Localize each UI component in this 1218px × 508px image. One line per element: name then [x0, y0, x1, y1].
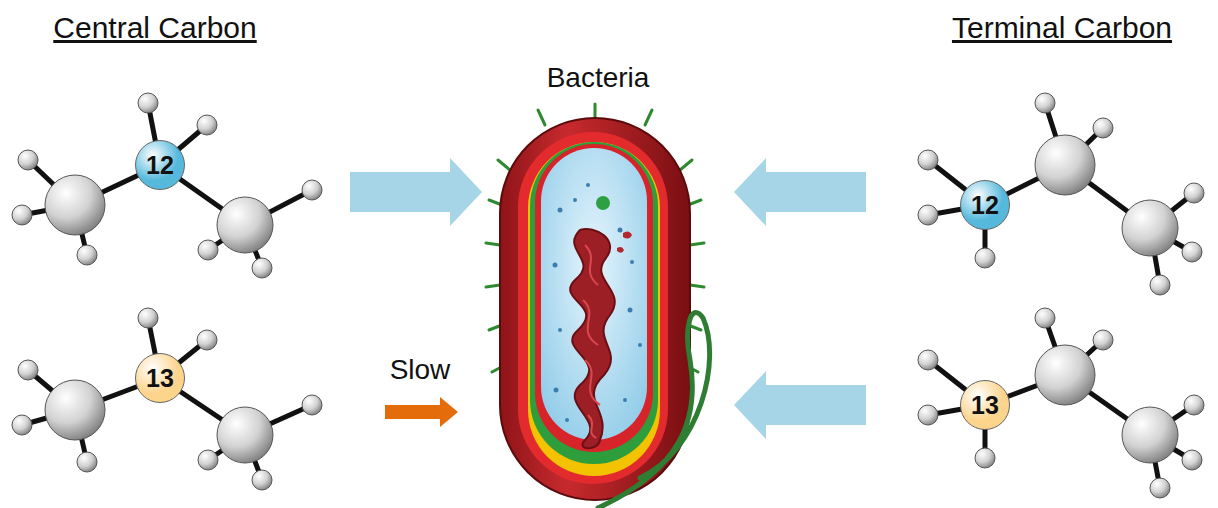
flagellum — [598, 313, 710, 508]
carbon-atoms — [45, 135, 1178, 463]
ribosomes — [553, 183, 643, 422]
uptake-arrow — [350, 158, 482, 226]
column-heading: Terminal Carbon — [952, 11, 1172, 45]
hydrogen-atoms — [12, 93, 1204, 498]
column-heading: Central Carbon — [53, 11, 256, 45]
cell-heading: Bacteria — [543, 60, 654, 96]
isotope-number: 13 — [971, 391, 999, 420]
carbon-12-atom: 12 — [135, 140, 185, 190]
slow-arrow — [385, 397, 458, 427]
carbon-12-atom: 12 — [960, 180, 1010, 230]
uptake-arrow — [734, 158, 866, 226]
isotope-number: 12 — [146, 151, 174, 180]
arrow-label: Slow — [390, 354, 451, 386]
bacterium — [486, 104, 710, 508]
carbon-13-atom: 13 — [135, 353, 185, 403]
cell-label: Bacteria — [547, 62, 650, 94]
isotope-number: 13 — [146, 364, 174, 393]
carbon-13-atom: 13 — [960, 380, 1010, 430]
isotope-number: 12 — [971, 191, 999, 220]
uptake-arrow — [734, 371, 866, 439]
bonds — [22, 103, 1194, 488]
